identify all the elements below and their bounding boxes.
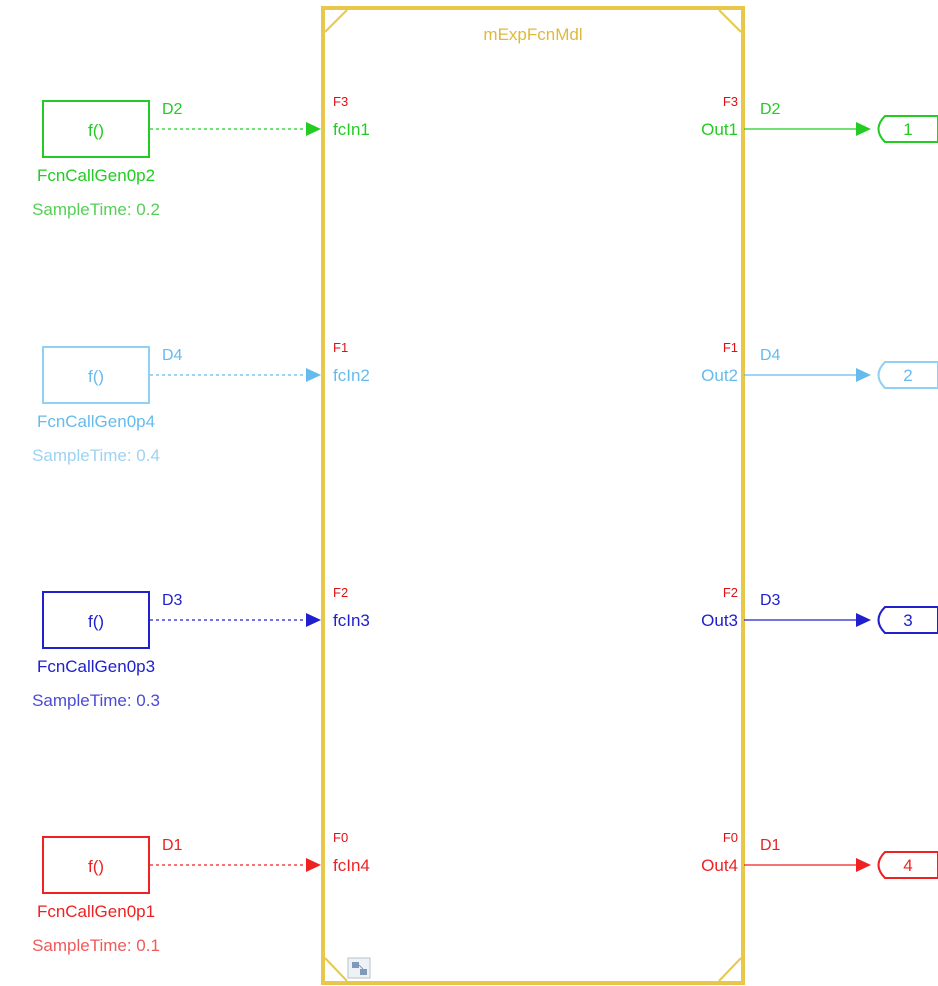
fcn-call-generator-block[interactable] [42, 346, 150, 404]
input-arrow [306, 858, 321, 872]
input-port-label: fcIn1 [333, 120, 370, 139]
outport-number: 3 [903, 611, 912, 630]
signal-label: D2 [162, 101, 183, 118]
output-port-label: Out3 [701, 611, 738, 630]
input-port-tag: F3 [333, 94, 348, 109]
corner-mark [718, 9, 742, 33]
sample-time-label: SampleTime: 0.1 [32, 936, 160, 955]
output-arrow [856, 858, 871, 872]
input-port-tag: F2 [333, 585, 348, 600]
signal-label: D4 [760, 347, 781, 364]
block-name: FcnCallGen0p1 [37, 902, 155, 921]
outport-number: 4 [903, 856, 912, 875]
signal-label: D4 [162, 347, 183, 364]
block-symbol: f() [88, 612, 104, 631]
block-symbol: f() [88, 367, 104, 386]
fcn-call-generator-block[interactable] [42, 836, 150, 894]
input-arrow [306, 122, 321, 136]
block-symbol: f() [88, 857, 104, 876]
sample-time-label: SampleTime: 0.3 [32, 691, 160, 710]
output-arrow [856, 122, 871, 136]
signal-label: D3 [162, 592, 183, 609]
output-arrow [856, 368, 871, 382]
block-name: FcnCallGen0p4 [37, 412, 155, 431]
corner-mark [324, 957, 348, 982]
row-3: f() FcnCallGen0p3 SampleTime: 0.3 D3 F2 … [32, 585, 938, 710]
row-4: f() FcnCallGen0p1 SampleTime: 0.1 D1 F0 … [32, 830, 938, 955]
model-title: mExpFcnMdl [483, 25, 582, 44]
fcn-call-generator-block[interactable] [42, 591, 150, 649]
output-port-tag: F2 [723, 585, 738, 600]
output-port-label: Out1 [701, 120, 738, 139]
output-port-label: Out4 [701, 856, 738, 875]
input-port-label: fcIn2 [333, 366, 370, 385]
output-port-tag: F0 [723, 830, 738, 845]
outport-block[interactable] [877, 606, 938, 634]
output-port-tag: F1 [723, 340, 738, 355]
model-reference-icon [347, 957, 371, 979]
block-name: FcnCallGen0p2 [37, 166, 155, 185]
row-2: f() FcnCallGen0p4 SampleTime: 0.4 D4 F1 … [32, 340, 938, 465]
sample-time-label: SampleTime: 0.2 [32, 200, 160, 219]
corner-mark [324, 9, 348, 33]
outport-block[interactable] [877, 361, 938, 389]
block-symbol: f() [88, 121, 104, 140]
input-port-label: fcIn4 [333, 856, 370, 875]
signal-label: D1 [162, 837, 183, 854]
block-name: FcnCallGen0p3 [37, 657, 155, 676]
output-port-tag: F3 [723, 94, 738, 109]
row-1: f() FcnCallGen0p2 SampleTime: 0.2 D2 F3 … [32, 94, 938, 219]
input-port-tag: F1 [333, 340, 348, 355]
outport-block[interactable] [877, 115, 938, 143]
model-block[interactable]: mExpFcnMdl [321, 6, 745, 985]
outport-number: 2 [903, 366, 912, 385]
corner-mark [718, 957, 742, 982]
input-arrow [306, 613, 321, 627]
signal-label: D2 [760, 101, 781, 118]
sample-time-label: SampleTime: 0.4 [32, 446, 160, 465]
signal-label: D3 [760, 592, 781, 609]
input-arrow [306, 368, 321, 382]
input-port-tag: F0 [333, 830, 348, 845]
output-port-label: Out2 [701, 366, 738, 385]
outport-block[interactable] [877, 851, 938, 879]
fcn-call-generator-block[interactable] [42, 100, 150, 158]
signal-label: D1 [760, 837, 781, 854]
output-arrow [856, 613, 871, 627]
input-port-label: fcIn3 [333, 611, 370, 630]
outport-number: 1 [903, 120, 912, 139]
